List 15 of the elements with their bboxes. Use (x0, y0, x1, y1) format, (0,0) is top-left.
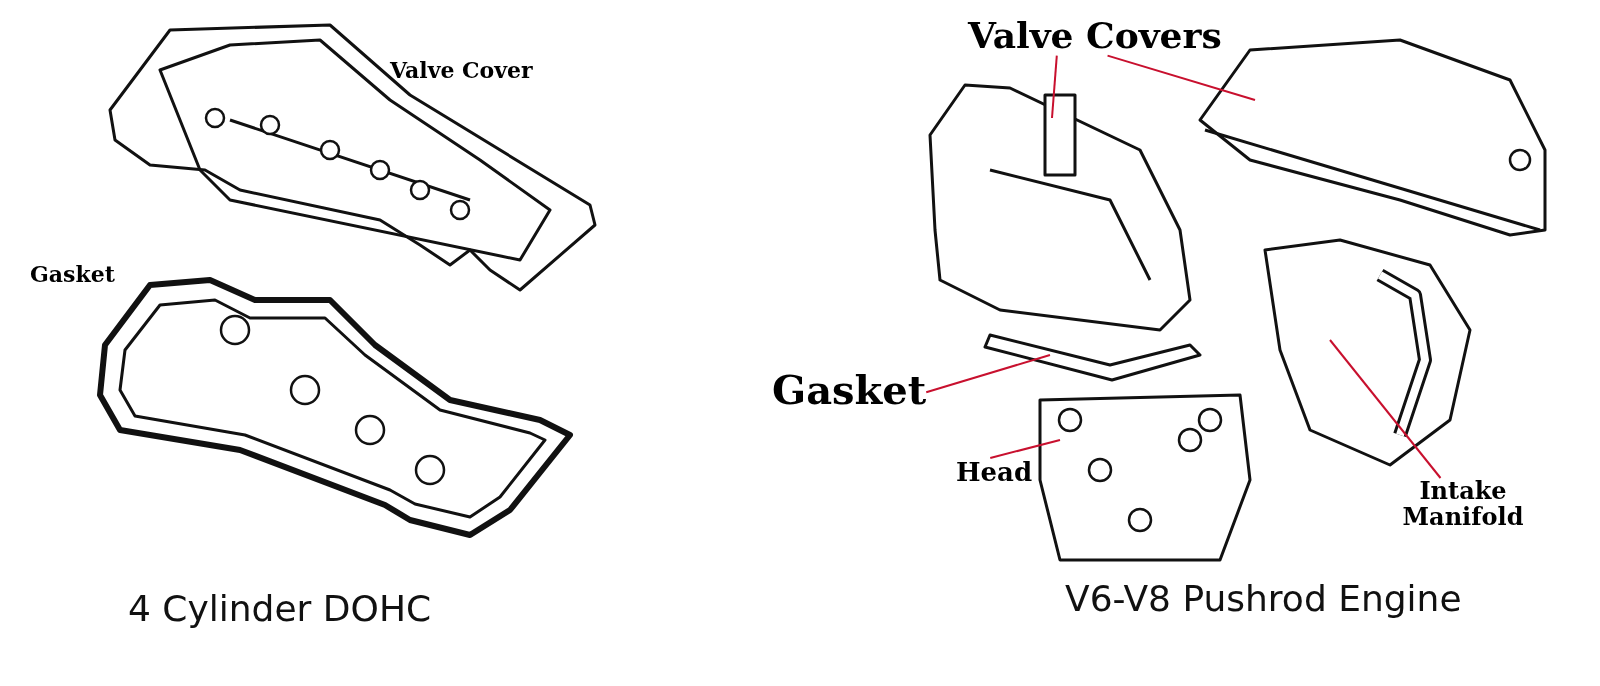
intake-manifold-drawing (1263, 238, 1472, 467)
callout-label: Intake Manifold (1388, 478, 1538, 531)
callout-label: Valve Covers (968, 16, 1222, 56)
leader-line (1106, 54, 1256, 101)
caption: V6-V8 Pushrod Engine (1065, 578, 1462, 619)
part-label: Gasket (30, 262, 115, 287)
callout-label: Gasket (772, 368, 927, 412)
part-label: Valve Cover (390, 58, 533, 83)
leader-line (1329, 339, 1442, 479)
cylinder-head-drawing (1038, 393, 1252, 562)
callout-label: Head (956, 458, 1033, 487)
caption: 4 Cylinder DOHC (128, 588, 432, 629)
leader-line (1051, 54, 1058, 119)
leader-line (989, 439, 1061, 459)
leader-line (925, 354, 1051, 394)
